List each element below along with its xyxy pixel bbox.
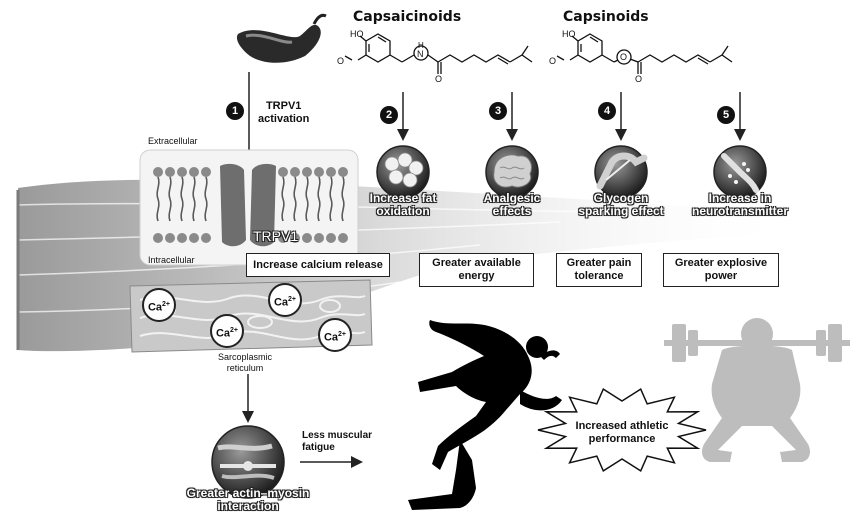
calcium-ion: Ca2+ [318, 318, 352, 352]
capsinoid-hydroxyl: HO [562, 29, 576, 39]
extracellular-label: Extracellular [148, 136, 198, 146]
capsaicinoid-methoxy-oxygen: O [337, 56, 345, 66]
capsinoid-ester-oxygen: O [620, 52, 628, 62]
capsaicinoids-title: Capsaicinoids [353, 9, 462, 25]
membrane-panel [139, 149, 359, 266]
muscle-fiber-icon [594, 145, 648, 199]
sprinter-silhouette [408, 320, 562, 510]
pathway-arrows [242, 72, 746, 468]
pain-tolerance-box: Greater pain tolerance [556, 253, 642, 287]
capsinoid-structure [556, 33, 733, 74]
step-5-badge: 5 [717, 106, 735, 124]
capsinoids-title: Capsinoids [563, 9, 649, 25]
calcium-ion: Ca2+ [268, 283, 302, 317]
trpv1-channel [220, 163, 276, 247]
muscular-fatigue-label: Less muscular fatigue [302, 430, 373, 453]
fat-oxidation-label: Increase fat oxidation [369, 191, 437, 218]
capsaicinoid-structure [344, 33, 533, 74]
brain-icon [485, 145, 539, 199]
actin-myosin-label: Greater actin–myosin interaction [186, 486, 310, 513]
calcium-release-box: Increase calcium release [246, 253, 390, 277]
capsinoid-carbonyl-oxygen: O [635, 74, 643, 84]
step-3-badge: 3 [489, 102, 507, 120]
trpv1-activation-label: TRPV1 activation [258, 100, 310, 125]
actin-myosin-icon [211, 425, 285, 499]
starburst-shape [537, 387, 707, 473]
capsaicinoid-hydroxyl: HO [350, 29, 364, 39]
athletic-performance-label: Increased athletic performance [575, 420, 669, 445]
available-energy-box: Greater available energy [419, 253, 534, 287]
intracellular-label: Intracellular [148, 255, 195, 265]
capsaicinoid-carbonyl-oxygen: O [435, 74, 443, 84]
capsaicinoid-amide-nitrogen: N [417, 49, 424, 59]
weightlifter-silhouette [664, 318, 850, 462]
calcium-ion: Ca2+ [210, 314, 244, 348]
trpv1-channel-label: TRPV1 [253, 228, 299, 244]
glycogen-sparing-label: Glycogen sparking effect [578, 191, 664, 218]
step-2-badge: 2 [380, 106, 398, 124]
step-4-badge: 4 [598, 102, 616, 120]
neurotransmitter-label: Increase in neurotransmitter [691, 191, 789, 218]
analgesic-effects-label: Analgesic effects [483, 191, 541, 218]
fat-cells-icon [376, 145, 430, 199]
calcium-ion: Ca2+ [142, 288, 176, 322]
synapse-icon [713, 145, 767, 199]
capsinoid-methoxy-oxygen: O [549, 56, 557, 66]
capsaicinoid-amide-hydrogen: H [418, 41, 424, 50]
chili-pepper-icon [236, 13, 327, 63]
explosive-power-box: Greater explosive power [663, 253, 779, 287]
step-1-badge: 1 [226, 102, 244, 120]
sarcoplasmic-reticulum-label: Sarcoplasmic reticulum [218, 352, 273, 373]
